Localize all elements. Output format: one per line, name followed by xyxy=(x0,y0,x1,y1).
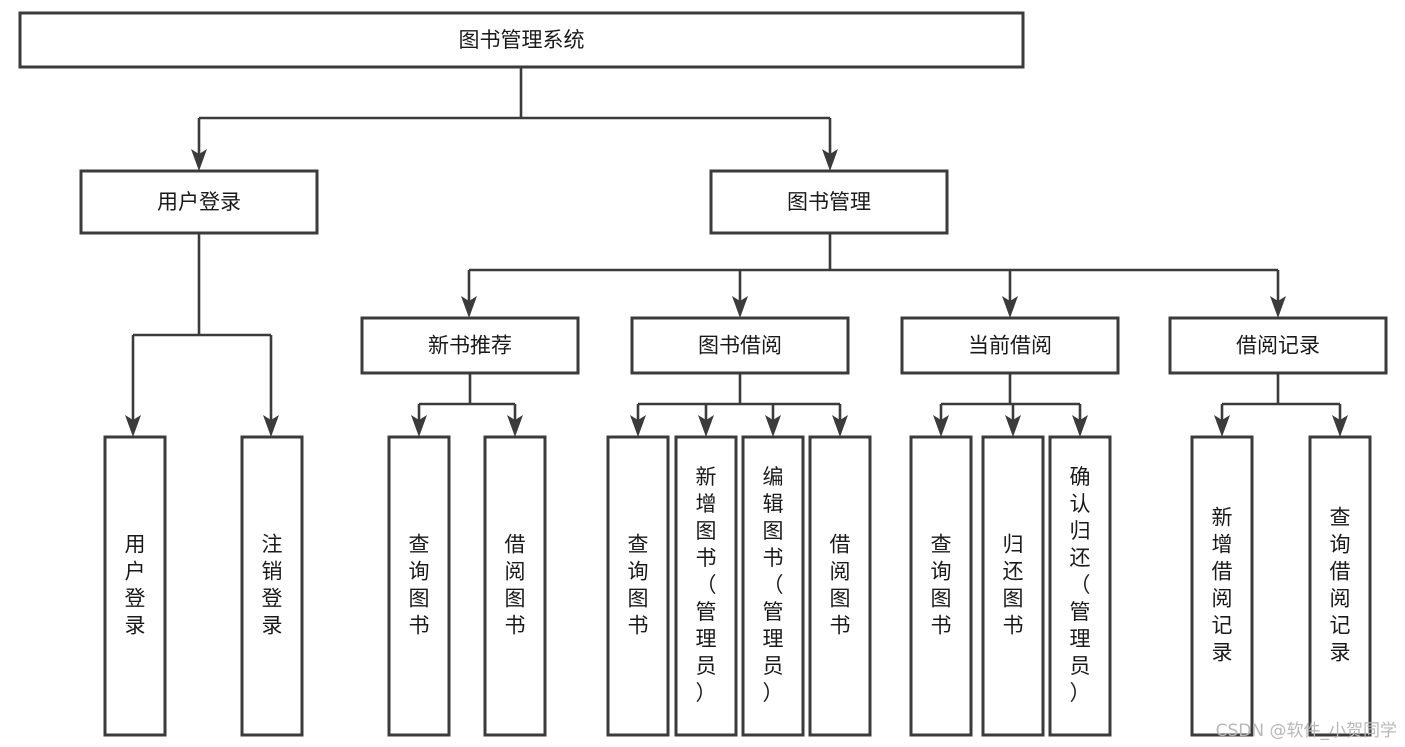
arrow-head-icon xyxy=(507,415,523,437)
leaf-node-leaf-edit-book-admin[interactable]: 编辑图书（管理员） xyxy=(741,435,805,737)
node-label: 用户登录 xyxy=(125,533,146,638)
arrow-head-icon xyxy=(698,415,714,437)
node-label: 借阅记录 xyxy=(1236,334,1320,358)
arrow-head-icon xyxy=(765,415,781,437)
node-box[interactable] xyxy=(18,11,1025,69)
node-box[interactable] xyxy=(909,435,973,737)
node-box[interactable] xyxy=(808,435,872,737)
node-box[interactable] xyxy=(240,435,304,737)
level1-node-book-management[interactable]: 图书管理 xyxy=(709,169,949,235)
node-label: 查询图书 xyxy=(628,533,649,638)
node-label: 查询图书 xyxy=(409,533,430,638)
node-label: 图书借阅 xyxy=(698,334,782,358)
node-box[interactable] xyxy=(741,435,805,737)
leaf-node-leaf-add-book-admin[interactable]: 新增图书（管理员） xyxy=(674,435,738,737)
leaf-node-leaf-return-book[interactable]: 归还图书 xyxy=(981,435,1045,737)
node-layer: 图书管理系统用户登录图书管理新书推荐图书借阅当前借阅借阅记录用户登录注销登录查询… xyxy=(18,11,1388,737)
node-label: 当前借阅 xyxy=(968,334,1052,358)
node-label: 确认归还（管理员） xyxy=(1070,465,1091,705)
node-label: 编辑图书（管理员） xyxy=(763,465,784,705)
level2-node-book-borrow[interactable]: 图书借阅 xyxy=(630,316,850,375)
level2-node-borrow-record[interactable]: 借阅记录 xyxy=(1168,316,1388,375)
leaf-node-leaf-query-borrow-record[interactable]: 查询借阅记录 xyxy=(1308,435,1372,737)
node-box[interactable] xyxy=(483,435,547,737)
arrow-head-icon xyxy=(1214,415,1230,437)
leaf-node-leaf-query-book-1[interactable]: 查询图书 xyxy=(387,435,451,737)
leaf-node-leaf-confirm-return-admin[interactable]: 确认归还（管理员） xyxy=(1048,435,1112,737)
arrow-head-icon xyxy=(263,415,279,437)
leaf-node-leaf-query-book-2[interactable]: 查询图书 xyxy=(606,435,670,737)
node-label: 图书管理 xyxy=(787,190,871,214)
arrow-head-icon xyxy=(1002,296,1018,318)
arrow-head-icon xyxy=(732,296,748,318)
arrow-head-icon xyxy=(125,415,141,437)
arrow-head-icon xyxy=(1072,415,1088,437)
node-label: 借阅图书 xyxy=(505,533,526,638)
leaf-node-leaf-query-book-3[interactable]: 查询图书 xyxy=(909,435,973,737)
node-label: 查询图书 xyxy=(931,533,952,638)
level2-node-new-book-recommend[interactable]: 新书推荐 xyxy=(360,316,580,375)
node-label: 新增图书（管理员） xyxy=(696,465,717,705)
node-label: 归还图书 xyxy=(1003,533,1024,638)
leaf-node-leaf-logout-login[interactable]: 注销登录 xyxy=(240,435,304,737)
arrow-head-icon xyxy=(461,296,477,318)
level1-node-user-login[interactable]: 用户登录 xyxy=(79,169,319,235)
node-box[interactable] xyxy=(900,316,1120,375)
node-label: 图书管理系统 xyxy=(459,28,585,52)
watermark-label: CSDN @软件_小贺同学 xyxy=(1215,721,1397,741)
node-box[interactable] xyxy=(981,435,1045,737)
leaf-node-leaf-borrow-book-1[interactable]: 借阅图书 xyxy=(483,435,547,737)
node-box[interactable] xyxy=(79,169,319,235)
node-label: 用户登录 xyxy=(157,190,241,214)
arrow-head-icon xyxy=(822,149,838,171)
node-label: 注销登录 xyxy=(262,533,283,638)
leaf-node-leaf-borrow-book-2[interactable]: 借阅图书 xyxy=(808,435,872,737)
node-box[interactable] xyxy=(630,316,850,375)
arrow-head-icon xyxy=(630,415,646,437)
node-box[interactable] xyxy=(1168,316,1388,375)
arrow-head-icon xyxy=(1332,415,1348,437)
arrow-head-icon xyxy=(1270,296,1286,318)
root-node-root[interactable]: 图书管理系统 xyxy=(18,11,1025,69)
node-box[interactable] xyxy=(674,435,738,737)
node-box[interactable] xyxy=(103,435,167,737)
node-label: 新增借阅记录 xyxy=(1212,506,1233,665)
arrow-head-icon xyxy=(191,149,207,171)
node-label: 新书推荐 xyxy=(428,334,512,358)
arrow-head-icon xyxy=(832,415,848,437)
node-label: 查询借阅记录 xyxy=(1330,506,1351,665)
node-box[interactable] xyxy=(709,169,949,235)
leaf-node-leaf-user-login[interactable]: 用户登录 xyxy=(103,435,167,737)
node-label: 借阅图书 xyxy=(830,533,851,638)
arrow-head-icon xyxy=(1005,415,1021,437)
node-box[interactable] xyxy=(1048,435,1112,737)
arrow-head-icon xyxy=(411,415,427,437)
connector-layer xyxy=(125,67,1348,437)
node-box[interactable] xyxy=(606,435,670,737)
arrow-head-icon xyxy=(933,415,949,437)
node-box[interactable] xyxy=(1308,435,1372,737)
leaf-node-leaf-add-borrow-record[interactable]: 新增借阅记录 xyxy=(1190,435,1254,737)
level2-node-current-borrow[interactable]: 当前借阅 xyxy=(900,316,1120,375)
node-box[interactable] xyxy=(1190,435,1254,737)
node-box[interactable] xyxy=(360,316,580,375)
node-box[interactable] xyxy=(387,435,451,737)
